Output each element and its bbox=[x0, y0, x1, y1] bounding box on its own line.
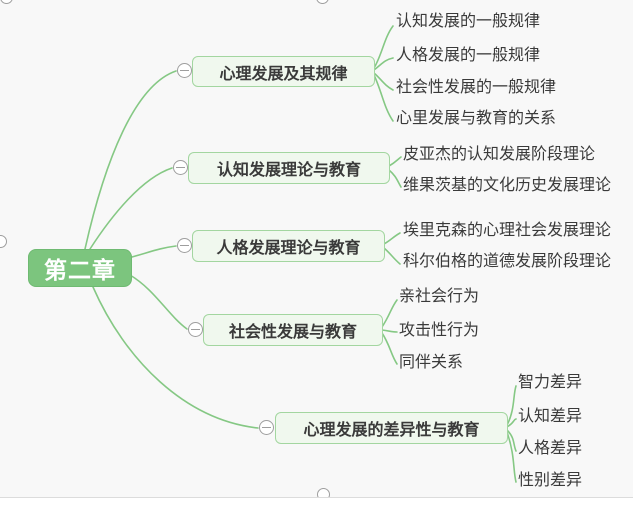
connector-b1-l1 bbox=[373, 25, 394, 69]
root-node[interactable]: 第二章 bbox=[28, 249, 132, 287]
selection-handle-top-left[interactable] bbox=[0, 0, 13, 4]
leaf-node[interactable]: 皮亚杰的认知发展阶段理论 bbox=[403, 146, 596, 163]
collapse-button[interactable] bbox=[177, 63, 192, 78]
connector-root-b1 bbox=[84, 70, 177, 250]
leaf-node[interactable]: 人格发展的一般规律 bbox=[396, 47, 541, 64]
collapse-button[interactable] bbox=[188, 322, 203, 337]
canvas-bottom-margin bbox=[0, 498, 633, 505]
leaf-node[interactable]: 智力差异 bbox=[518, 374, 583, 391]
connector-b4-l3 bbox=[381, 332, 398, 365]
minus-icon bbox=[191, 329, 200, 330]
connector-root-b3 bbox=[131, 245, 177, 258]
selection-handle-top-center[interactable] bbox=[316, 0, 329, 4]
branch-node-personality-theory[interactable]: 人格发展理论与教育 bbox=[192, 230, 385, 262]
leaf-node[interactable]: 埃里克森的心理社会发展理论 bbox=[403, 222, 612, 239]
minus-icon bbox=[180, 70, 189, 71]
minus-icon bbox=[180, 245, 189, 246]
leaf-node[interactable]: 科尔伯格的道德发展阶段理论 bbox=[403, 253, 612, 270]
connector-b3-l2 bbox=[383, 247, 401, 265]
connector-b2-l2 bbox=[388, 169, 402, 188]
connector-root-b5 bbox=[92, 286, 259, 429]
branch-node-psych-development-laws[interactable]: 心理发展及其规律 bbox=[192, 56, 375, 87]
connector-b5-l3 bbox=[506, 429, 517, 452]
connector-b1-l4 bbox=[373, 74, 394, 122]
branch-node-cognitive-theory[interactable]: 认知发展理论与教育 bbox=[188, 152, 390, 184]
connector-b5-l2 bbox=[506, 418, 517, 428]
minus-icon bbox=[262, 427, 271, 428]
leaf-node[interactable]: 社会性发展的一般规律 bbox=[396, 79, 557, 96]
connector-b1-l2 bbox=[373, 57, 394, 71]
connector-b5-l4 bbox=[506, 431, 517, 483]
leaf-node[interactable]: 认知发展的一般规律 bbox=[396, 13, 541, 30]
leaf-node[interactable]: 心里发展与教育的关系 bbox=[396, 110, 557, 127]
selection-handle-left-middle[interactable] bbox=[0, 235, 7, 248]
collapse-button[interactable] bbox=[173, 160, 188, 175]
canvas-bottom-border bbox=[0, 497, 633, 498]
collapse-button[interactable] bbox=[259, 420, 274, 435]
collapse-button[interactable] bbox=[177, 238, 192, 253]
connector-b4-l2 bbox=[381, 329, 398, 333]
leaf-node[interactable]: 攻击性行为 bbox=[399, 322, 480, 339]
connector-b1-l3 bbox=[373, 72, 394, 91]
connector-b5-l1 bbox=[506, 385, 517, 426]
leaf-node[interactable]: 认知差异 bbox=[518, 408, 583, 425]
leaf-node[interactable]: 同伴关系 bbox=[399, 354, 464, 371]
branch-node-social-development[interactable]: 社会性发展与教育 bbox=[203, 314, 383, 346]
connector-b2-l1 bbox=[388, 156, 402, 167]
leaf-node[interactable]: 性别差异 bbox=[518, 472, 583, 489]
connector-b4-l1 bbox=[381, 299, 398, 328]
branch-node-individual-differences[interactable]: 心理发展的差异性与教育 bbox=[275, 412, 508, 444]
leaf-node[interactable]: 人格差异 bbox=[518, 440, 583, 457]
connector-root-b4 bbox=[129, 274, 188, 330]
minus-icon bbox=[176, 167, 185, 168]
leaf-node[interactable]: 亲社会行为 bbox=[399, 288, 480, 305]
leaf-node[interactable]: 维果茨基的文化历史发展理论 bbox=[403, 177, 612, 194]
connector-root-b2 bbox=[89, 167, 173, 250]
connector-b3-l1 bbox=[383, 232, 401, 245]
